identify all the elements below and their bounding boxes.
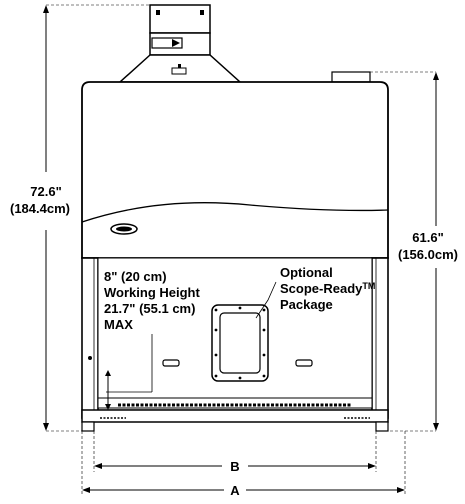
scope-line-3: Package xyxy=(280,297,333,312)
width-b-label: B xyxy=(230,459,239,474)
total-height-inches: 72.6" xyxy=(30,184,61,199)
body-height-inches: 61.6" xyxy=(412,230,443,245)
exhaust-transition xyxy=(118,54,242,83)
exhaust-collar xyxy=(149,4,211,56)
total-height-cm: (184.4cm) xyxy=(10,201,70,216)
sash-handle-left xyxy=(162,359,180,367)
working-height-callout: 8" (20 cm) Working Height 21.7" (55.1 cm… xyxy=(104,269,200,332)
scope-line-2: Scope-ReadyTM xyxy=(280,281,375,296)
sash-handle-right xyxy=(295,359,313,367)
working-height-line-4: MAX xyxy=(104,317,133,332)
scope-port-window xyxy=(211,304,269,382)
working-height-line-2: Working Height xyxy=(104,285,200,300)
body-height-cm: (156.0cm) xyxy=(398,247,458,262)
top-service-box xyxy=(331,71,371,83)
scope-line-1: Optional xyxy=(280,265,333,280)
cabinet-upper-body xyxy=(81,81,389,259)
scope-leader-line xyxy=(255,281,277,319)
working-height-line-3: 21.7" (55.1 cm) xyxy=(104,301,195,316)
total-height-dimension: 72.6" (184.4cm) xyxy=(10,4,150,432)
working-height-dimension xyxy=(105,334,153,410)
width-a-label: A xyxy=(230,483,240,498)
scope-ready-callout: Optional Scope-ReadyTM Package xyxy=(280,265,375,312)
width-a-dimension: A xyxy=(81,431,406,498)
width-b-dimension: B xyxy=(93,431,377,474)
body-height-dimension: 61.6" (156.0cm) xyxy=(370,71,458,432)
working-height-line-1: 8" (20 cm) xyxy=(104,269,167,284)
cabinet-base xyxy=(81,409,389,432)
